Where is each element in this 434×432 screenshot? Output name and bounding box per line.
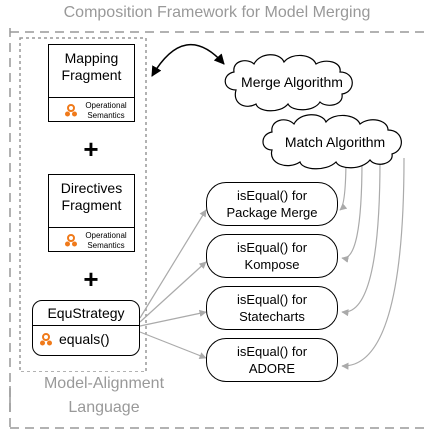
- gear-cluster-icon: [65, 234, 77, 247]
- match-algorithm-label[interactable]: Match Algorithm: [284, 134, 386, 150]
- isequal-package-merge[interactable]: isEqual() for Package Merge: [206, 182, 338, 226]
- plus-sign: +: [83, 134, 99, 164]
- equals-method: equals(): [59, 331, 110, 347]
- divider: [33, 325, 139, 326]
- strategy-to-isequal-arrows: [139, 209, 207, 359]
- directives-fragment-title: Directives Fragment: [60, 180, 123, 213]
- isequal-adore[interactable]: isEqual() for ADORE: [206, 338, 338, 382]
- mapping-semantics: Operational Semantics: [49, 97, 134, 124]
- mapping-merge-arrow: [151, 43, 225, 77]
- mapping-fragment-box[interactable]: Mapping Fragment Operational Semantics: [48, 44, 135, 122]
- equ-strategy-box[interactable]: EquStrategy equals(): [32, 300, 140, 356]
- match-to-isequal-arrows: [339, 155, 405, 370]
- gear-cluster-icon: [65, 104, 77, 117]
- gear-cluster-icon: [40, 333, 52, 346]
- framework-frame: [9, 28, 430, 429]
- framework-title: Composition Framework for Model Merging: [63, 4, 371, 21]
- equ-strategy-title: EquStrategy: [47, 305, 125, 321]
- match-algorithm-cloud: [262, 114, 402, 170]
- isequal-statecharts[interactable]: isEqual() for Statecharts: [206, 286, 338, 330]
- directives-fragment-box[interactable]: Directives Fragment Operational Semantic…: [48, 174, 135, 252]
- merge-algorithm-cloud: [224, 54, 353, 112]
- directives-semantics: Operational Semantics: [49, 227, 134, 254]
- mapping-fragment-title: Mapping Fragment: [61, 50, 122, 83]
- plus-sign: +: [83, 264, 99, 294]
- merge-algorithm-label[interactable]: Merge Algorithm: [241, 74, 343, 90]
- model-alignment-language-label: Model-Alignment Language: [18, 372, 190, 420]
- isequal-kompose[interactable]: isEqual() for Kompose: [206, 234, 338, 278]
